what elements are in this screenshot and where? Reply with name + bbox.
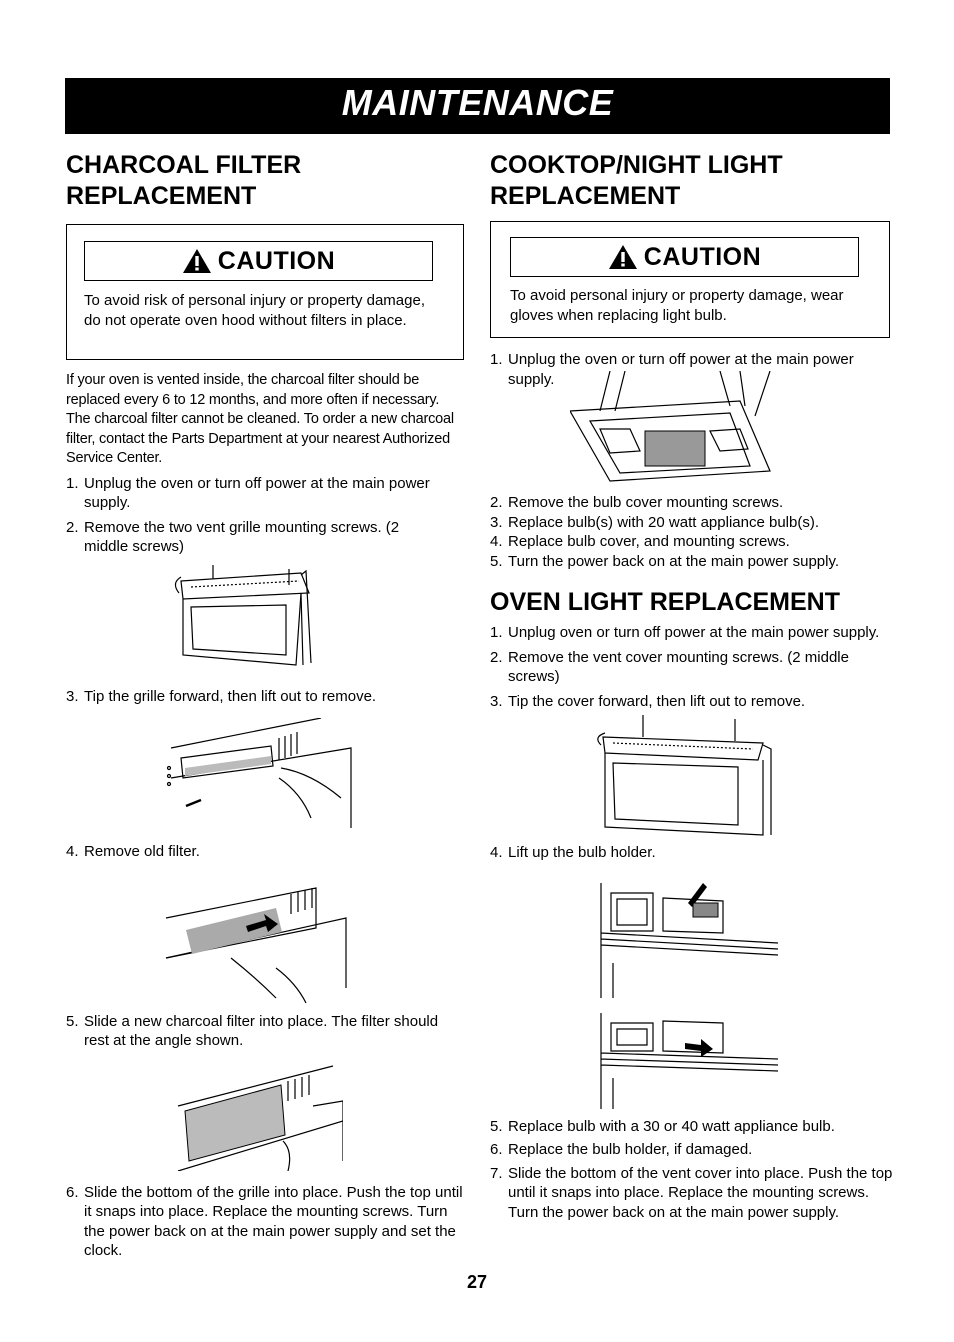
warning-triangle-icon bbox=[608, 245, 637, 269]
oven-light-steps: 1.Unplug oven or turn off power at the m… bbox=[490, 623, 890, 711]
intro-paragraph: If your oven is vented inside, the charc… bbox=[66, 372, 454, 466]
remove-filter-illustration bbox=[165, 886, 347, 1003]
caution-text: To avoid risk of personal injury or prop… bbox=[84, 292, 426, 329]
oven-underside-illustration bbox=[570, 371, 771, 482]
warning-triangle-icon bbox=[182, 249, 211, 273]
charcoal-steps-2: 3.Tip the grille forward, then lift out … bbox=[66, 687, 464, 707]
section-banner: MAINTENANCE bbox=[65, 78, 890, 134]
tip-grille-illustration bbox=[166, 718, 352, 828]
charcoal-steps-3: 4.Remove old filter. bbox=[66, 842, 464, 862]
list-item: 1.Unplug the oven or turn off power at t… bbox=[66, 474, 430, 512]
list-item: 4.Replace bulb cover, and mounting screw… bbox=[490, 533, 790, 550]
list-item: 2.Remove the two vent grille mounting sc… bbox=[66, 518, 400, 556]
oven-light-steps-3: 5.Replace bulb with a 30 or 40 watt appl… bbox=[490, 1117, 893, 1223]
list-item: 1.Unplug oven or turn off power at the m… bbox=[490, 624, 880, 641]
new-filter-illustration bbox=[177, 1064, 343, 1171]
grille-screws-illustration bbox=[174, 564, 312, 666]
vent-cover-illustration bbox=[597, 715, 772, 836]
list-item: 3.Tip the cover forward, then lift out t… bbox=[490, 692, 806, 710]
list-item: 6.Slide the bottom of the grille into pl… bbox=[66, 1183, 463, 1260]
list-item: 6.Replace the bulb holder, if damaged. bbox=[490, 1141, 753, 1158]
list-item: 5.Slide a new charcoal filter into place… bbox=[66, 1012, 439, 1050]
bulb-holder-illustration bbox=[600, 882, 778, 1109]
page-number: 27 bbox=[466, 1272, 488, 1292]
list-item: 2.Remove the bulb cover mounting screws. bbox=[490, 494, 784, 511]
list-item: 7.Slide the bottom of the vent cover int… bbox=[490, 1164, 893, 1221]
list-item: 4.Remove old filter. bbox=[66, 843, 200, 860]
list-item: 3.Tip the grille forward, then lift out … bbox=[66, 687, 377, 705]
page-title: MAINTENANCE bbox=[341, 82, 614, 123]
caution-box: CAUTION To avoid personal injury or prop… bbox=[490, 221, 890, 338]
list-item: 1.Unplug the oven or turn off power at t… bbox=[490, 351, 854, 388]
oven-light-steps-2: 4.Lift up the bulb holder. bbox=[490, 843, 890, 863]
caution-box: CAUTION To avoid risk of personal injury… bbox=[66, 224, 464, 360]
caution-header: CAUTION bbox=[84, 241, 433, 281]
list-item: 5.Turn the power back on at the main pow… bbox=[490, 552, 840, 570]
list-item: 2.Remove the vent cover mounting screws.… bbox=[490, 648, 849, 686]
caution-text: To avoid personal injury or property dam… bbox=[510, 287, 844, 324]
list-item: 4.Lift up the bulb holder. bbox=[490, 844, 656, 861]
caution-label: CAUTION bbox=[643, 242, 762, 271]
caution-header: CAUTION bbox=[510, 237, 859, 277]
list-item: 3.Replace bulb(s) with 20 watt appliance… bbox=[490, 513, 819, 531]
list-item: 5.Replace bulb with a 30 or 40 watt appl… bbox=[490, 1117, 835, 1135]
oven-light-heading: OVEN LIGHT REPLACEMENT bbox=[490, 588, 841, 616]
caution-label: CAUTION bbox=[217, 246, 336, 275]
cooktop-steps-2: 2.Remove the bulb cover mounting screws.… bbox=[490, 493, 890, 571]
cooktop-steps: 1.Unplug the oven or turn off power at t… bbox=[490, 350, 890, 389]
charcoal-steps-5: 6.Slide the bottom of the grille into pl… bbox=[66, 1183, 464, 1261]
charcoal-steps-4: 5.Slide a new charcoal filter into place… bbox=[66, 1012, 464, 1051]
charcoal-steps: 1.Unplug the oven or turn off power at t… bbox=[66, 474, 464, 557]
